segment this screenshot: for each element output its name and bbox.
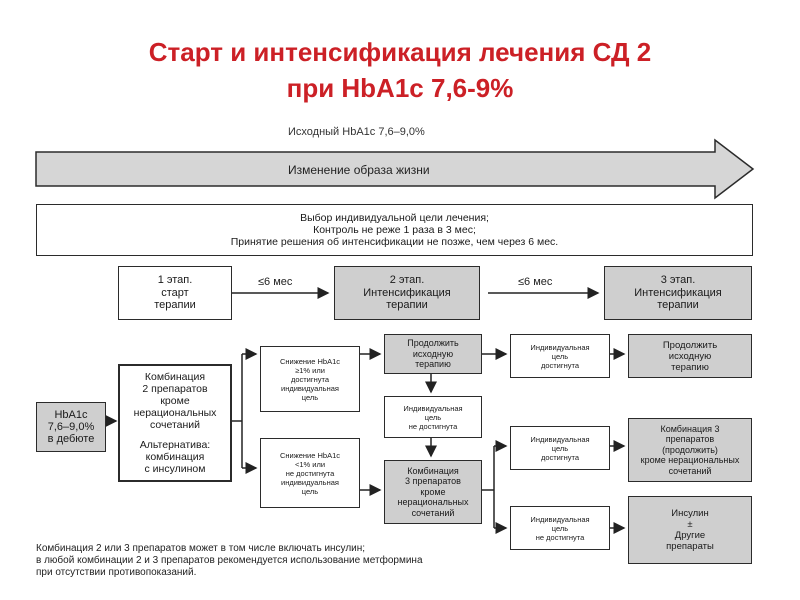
continue-therapy-box: Продолжить исходную терапию: [384, 334, 482, 374]
reduction-fail-line-4: индивидуальная: [281, 477, 339, 487]
insulin-line-4: препараты: [666, 541, 714, 552]
stage-2-line-3: терапии: [386, 299, 428, 312]
stage-3-line-2: Интенсификация: [634, 286, 722, 299]
hba1c-line-2: 7,6–9,0%: [47, 421, 95, 433]
stage-1-line-3: терапии: [154, 299, 196, 312]
target-reached-box-1: Индивидуальная цель достигнута: [510, 334, 610, 378]
continue-line-1: Продолжить: [407, 338, 459, 349]
hba1c-onset-box: HbA1c 7,6–9,0% в дебюте: [36, 402, 106, 452]
tr1-line-1: Индивидуальная: [530, 342, 590, 352]
reduction-ok-line-1: Снижение HbA1c: [279, 356, 341, 366]
reduction-fail-line-5: цель: [301, 486, 319, 496]
page-title: Старт и интенсификация лечения СД 2 при …: [0, 34, 800, 106]
title-line-2: при HbA1c 7,6-9%: [286, 73, 514, 103]
tr2-line-2: цель: [551, 443, 569, 453]
target-reached-box-2: Индивидуальная цель достигнута: [510, 426, 610, 470]
continue-therapy-box-2: Продолжить исходную терапию: [628, 334, 752, 378]
continue2-line-2: исходную: [668, 350, 712, 362]
stage-arrow-1-label: ≤6 мес: [258, 276, 293, 288]
combo-line-5: сочетаний: [150, 419, 200, 431]
c3c-line-4: кроме нерациональных: [640, 455, 740, 466]
combo-line-6: Альтернатива:: [139, 439, 211, 451]
reduction-ok-line-3: достигнута: [290, 374, 330, 384]
reduction-ok-line-2: ≥1% или: [295, 365, 325, 375]
insulin-other-drugs-box: Инсулин ± Другие препараты: [628, 496, 752, 564]
c3c-line-5: сочетаний: [668, 465, 712, 476]
continue-line-2: исходную: [412, 348, 454, 359]
tr1-line-2: цель: [551, 351, 569, 361]
tnr3-line-1: Индивидуальная: [530, 514, 590, 524]
stage-1-box: 1 этап. старт терапии: [118, 266, 232, 320]
combo3-line-5: сочетаний: [411, 507, 455, 518]
hba1c-line-3: в дебюте: [47, 433, 95, 445]
stage-2-line-2: Интенсификация: [363, 286, 451, 299]
reduction-fail-line-2: <1% или: [294, 459, 326, 469]
stage-1-line-2: старт: [161, 286, 189, 299]
combo3-line-1: Комбинация: [407, 465, 459, 476]
reduction-ok-line-5: цель: [301, 392, 319, 402]
stage-3-line-3: терапии: [657, 299, 699, 312]
tnr-mid-line-1: Индивидуальная: [403, 403, 463, 413]
stage-2-box: 2 этап. Интенсификация терапии: [334, 266, 480, 320]
combo-line-8: с инсулином: [144, 463, 206, 475]
stage-2-line-1: 2 этап.: [389, 274, 425, 287]
stage-3-box: 3 этап. Интенсификация терапии: [604, 266, 752, 320]
treatment-goal-box: Выбор индивидуальной цели лечения; Контр…: [36, 204, 753, 256]
combo3-line-2: 3 препаратов: [405, 476, 461, 487]
footnote: Комбинация 2 или 3 препаратов может в то…: [36, 543, 423, 579]
reduction-fail-box: Снижение HbA1c <1% или не достигнута инд…: [260, 438, 360, 508]
goal-line-2: Контроль не реже 1 раза в 3 мес;: [313, 224, 476, 236]
combo-line-3: кроме: [160, 395, 190, 407]
tr2-line-1: Индивидуальная: [530, 434, 590, 444]
target-not-reached-box-mid: Индивидуальная цель не достигнута: [384, 396, 482, 438]
stage-arrow-2-label: ≤6 мес: [518, 276, 553, 288]
footnote-line-3: при отсутствии противопоказаний.: [36, 567, 197, 578]
tr1-line-3: достигнута: [540, 360, 580, 370]
reduction-success-box: Снижение HbA1c ≥1% или достигнута индиви…: [260, 346, 360, 412]
reduction-ok-line-4: индивидуальная: [281, 383, 339, 393]
combo3-line-4: нерациональных: [397, 497, 469, 508]
insulin-line-1: Инсулин: [671, 508, 709, 519]
goal-line-1: Выбор индивидуальной цели лечения;: [300, 212, 489, 224]
tnr3-line-2: цель: [551, 523, 569, 533]
insulin-line-3: Другие: [674, 530, 706, 541]
tnr-mid-line-3: не достигнута: [408, 421, 458, 431]
combo-line-4: нерациональных: [133, 407, 217, 419]
stage-3-line-1: 3 этап.: [660, 274, 696, 287]
reduction-fail-line-3: не достигнута: [285, 468, 335, 478]
continue2-line-3: терапию: [671, 361, 709, 373]
tr2-line-3: достигнута: [540, 452, 580, 462]
c3c-line-3: (продолжить): [662, 444, 718, 455]
target-not-reached-box-3: Индивидуальная цель не достигнута: [510, 506, 610, 550]
combination-3-drugs-box: Комбинация 3 препаратов кроме нерационал…: [384, 460, 482, 524]
combo-line-2: 2 препаратов: [142, 383, 208, 395]
combination-2-drugs-box: Комбинация 2 препаратов кроме нерационал…: [118, 364, 232, 482]
footnote-line-1: Комбинация 2 или 3 препаратов может в то…: [36, 543, 366, 554]
lifestyle-arrow-shape: [35, 138, 755, 200]
combination-3-continue-box: Комбинация 3 препаратов (продолжить) кро…: [628, 418, 752, 482]
hba1c-line-1: HbA1c: [54, 409, 88, 421]
lifestyle-arrow-label: Изменение образа жизни: [288, 163, 430, 177]
c3c-line-2: препаратов: [665, 434, 715, 445]
combo3-line-3: кроме: [420, 486, 446, 497]
continue-line-3: терапию: [415, 359, 451, 370]
combo-line-7: комбинация: [145, 451, 205, 463]
insulin-line-2: ±: [687, 519, 693, 530]
stage-1-line-1: 1 этап.: [157, 274, 193, 287]
reduction-fail-line-1: Снижение HbA1c: [279, 450, 341, 460]
tnr3-line-3: не достигнута: [535, 532, 585, 542]
baseline-hba1c-header: Исходный HbA1c 7,6–9,0%: [288, 126, 425, 138]
goal-line-3: Принятие решения об интенсификации не по…: [230, 236, 559, 248]
tnr-mid-line-2: цель: [424, 412, 442, 422]
combo-line-1: Комбинация: [144, 371, 206, 383]
continue2-line-1: Продолжить: [662, 339, 718, 351]
footnote-line-2: в любой комбинации 2 и 3 препаратов реко…: [36, 555, 423, 566]
title-line-1: Старт и интенсификация лечения СД 2: [148, 37, 652, 67]
c3c-line-1: Комбинация 3: [660, 423, 720, 434]
